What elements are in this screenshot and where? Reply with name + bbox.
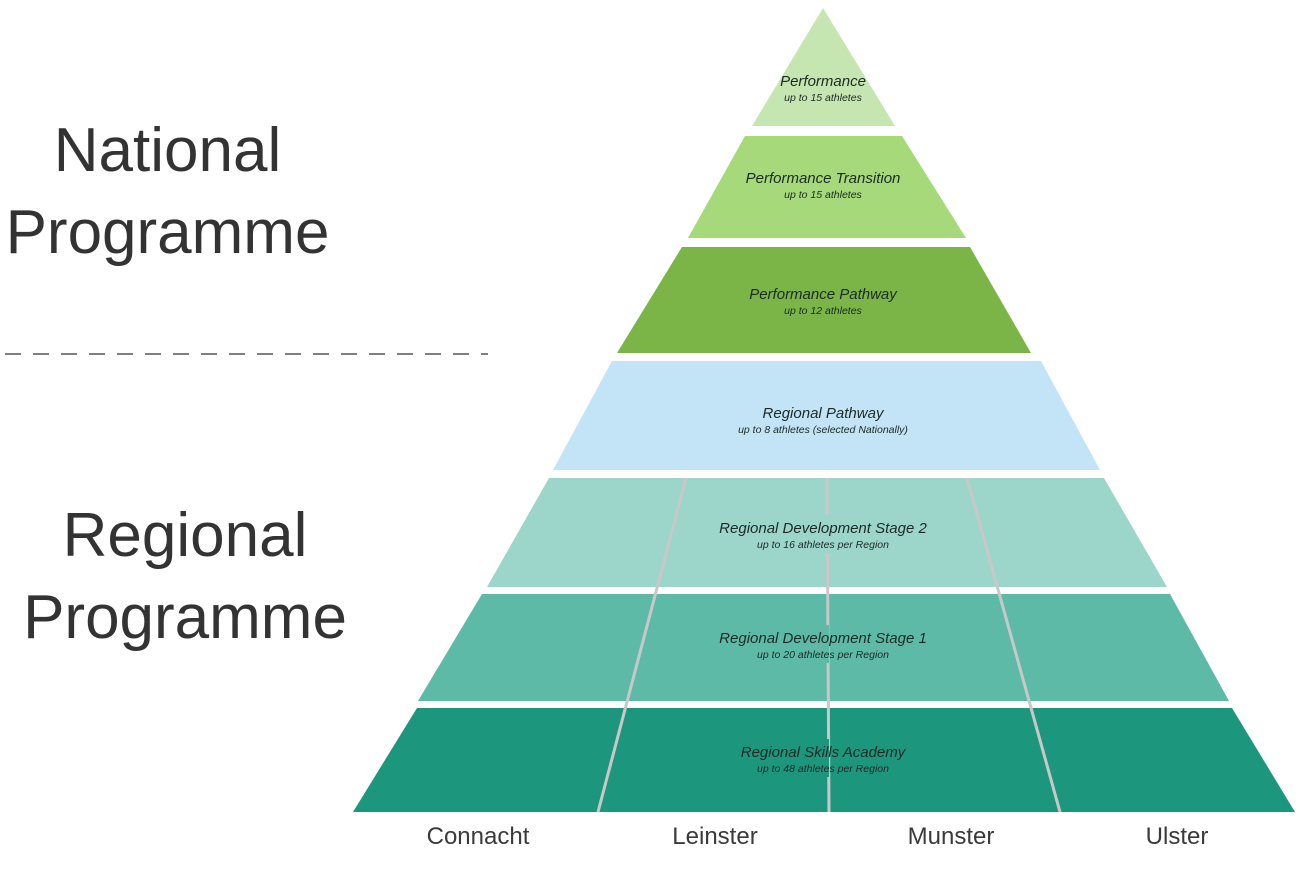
divider-gap — [825, 515, 829, 553]
region-label-leinster: Leinster — [672, 823, 758, 850]
tier-subtitle: up to 15 athletes — [784, 92, 862, 104]
tier-label-regional-development-stage-1: Regional Development Stage 1 up to 20 ath… — [719, 630, 927, 662]
regional-label-line-1: Regional — [62, 501, 308, 570]
tier-title: Performance Transition — [745, 170, 901, 187]
divider-gap — [825, 625, 829, 663]
tier-label-performance-transition: Performance Transition up to 15 athletes — [746, 170, 901, 202]
region-label-connacht: Connacht — [426, 823, 530, 850]
tier-subtitle: up to 8 athletes (selected Nationally) — [738, 424, 908, 436]
regional-label-line-2: Programme — [23, 583, 347, 652]
tier-label-performance-pathway: Performance Pathway up to 12 athletes — [749, 286, 897, 318]
tier-regional-pathway — [553, 361, 1100, 470]
region-divider-line — [965, 477, 1062, 813]
tier-title: Performance Pathway — [749, 286, 897, 303]
tier-label-regional-pathway: Regional Pathway up to 8 athletes (select… — [738, 405, 908, 437]
tier-performance-pathway — [617, 247, 1031, 353]
national-programme-label: National Programme — [0, 110, 335, 274]
tier-regional-development-stage-1 — [418, 594, 1229, 701]
national-label-line-2: Programme — [5, 198, 330, 267]
tier-title: Regional Development Stage 1 — [719, 630, 927, 647]
tier-title: Regional Skills Academy — [740, 744, 906, 761]
tier-title: Regional Pathway — [762, 405, 884, 422]
tier-subtitle: up to 48 athletes per Region — [757, 763, 889, 775]
tier-performance — [752, 8, 895, 126]
tier-title: Regional Development Stage 2 — [719, 520, 927, 537]
divider-gap — [825, 739, 829, 777]
tier-subtitle: up to 20 athletes per Region — [757, 649, 889, 661]
tier-label-regional-skills-academy: Regional Skills Academy up to 48 athletes… — [741, 744, 906, 776]
tier-label-regional-development-stage-2: Regional Development Stage 2 up to 16 ath… — [719, 520, 927, 552]
region-label-ulster: Ulster — [1145, 823, 1209, 850]
region-label-munster: Munster — [907, 823, 995, 850]
tier-subtitle: up to 12 athletes — [784, 305, 862, 317]
region-divider-line — [596, 477, 688, 813]
tier-regional-skills-academy — [353, 708, 1295, 812]
tier-title: Performance — [780, 73, 866, 90]
tier-performance-transition — [688, 136, 966, 238]
national-label-line-1: National — [53, 116, 282, 185]
regional-programme-label: Regional Programme — [0, 495, 370, 659]
tier-subtitle: up to 16 athletes per Region — [757, 539, 889, 551]
tier-label-performance: Performance up to 15 athletes — [780, 73, 866, 105]
tier-subtitle: up to 15 athletes — [784, 189, 862, 201]
